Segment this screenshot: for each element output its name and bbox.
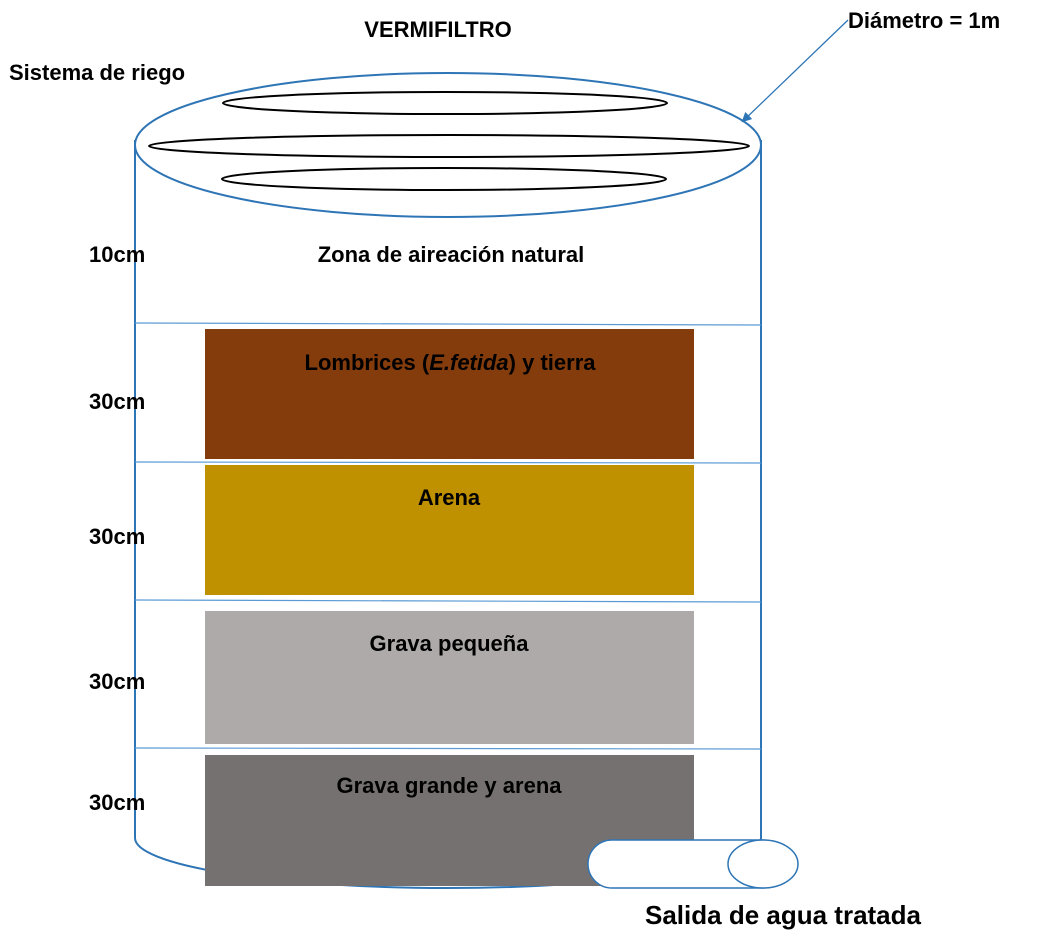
divider-line <box>134 599 762 603</box>
outlet-pipe-opening <box>727 839 799 889</box>
depth-label: 30cm <box>89 790 145 815</box>
layer-label-small-gravel: Grava pequeña <box>370 631 530 656</box>
divider-line <box>134 322 762 326</box>
aeration-zone-label: Zona de aireación natural <box>318 242 585 267</box>
depth-label: 30cm <box>89 524 145 549</box>
layer-worms <box>205 329 694 459</box>
title: VERMIFILTRO <box>364 17 511 42</box>
layer-sand <box>205 465 694 595</box>
depth-label: 10cm <box>89 242 145 267</box>
irrigation-pipe <box>148 134 750 158</box>
divider-line <box>134 747 762 750</box>
layer-label-large-gravel: Grava grande y arena <box>336 773 562 798</box>
diameter-label: Diámetro = 1m <box>848 8 1000 33</box>
layer-label-sand: Arena <box>418 485 481 510</box>
depth-label: 30cm <box>89 669 145 694</box>
layer-label-worms: Lombrices (E.fetida) y tierra <box>305 350 597 375</box>
outlet-label: Salida de agua tratada <box>645 900 922 930</box>
layer-small-gravel <box>205 611 694 744</box>
divider-line <box>134 461 762 464</box>
species-name: E.fetida <box>429 350 508 375</box>
irrigation-pipe <box>222 91 668 115</box>
depth-label: 30cm <box>89 389 145 414</box>
cylinder-top <box>134 72 762 218</box>
diameter-arrow <box>741 19 849 123</box>
irrigation-pipe <box>221 167 667 191</box>
irrigation-label: Sistema de riego <box>9 60 185 85</box>
